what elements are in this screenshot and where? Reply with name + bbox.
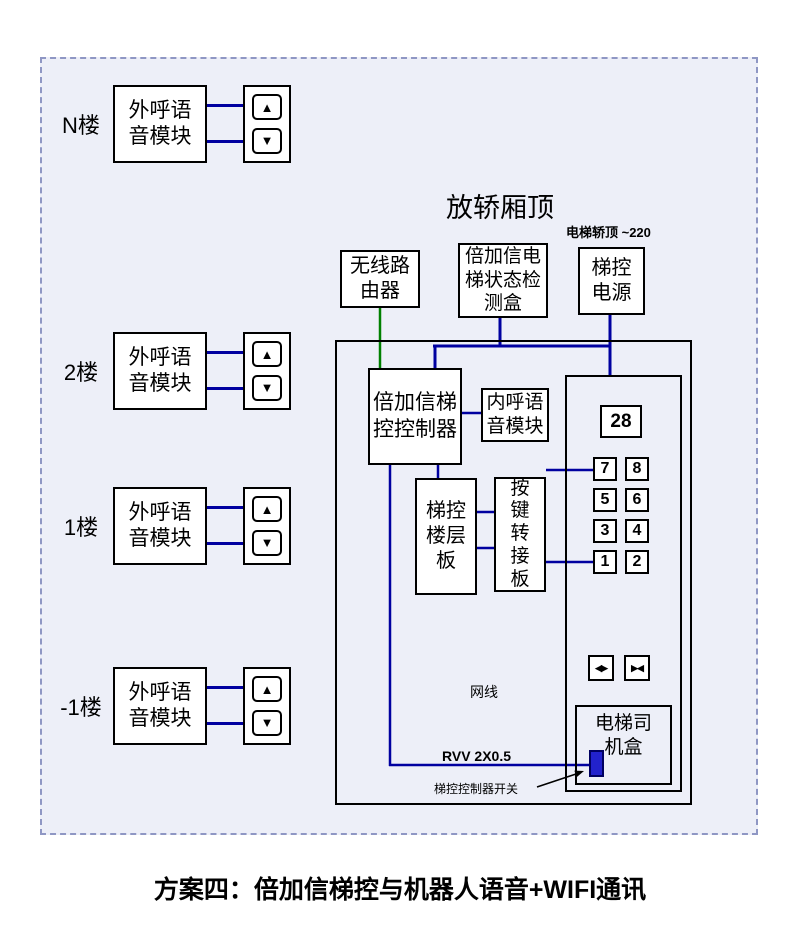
- outcall-voice-module-box: 外呼语 音模块: [113, 332, 207, 410]
- incall-voice-module-box: 内呼语 音模块: [481, 388, 549, 442]
- down-arrow-icon: ▼: [260, 715, 274, 731]
- outcall-voice-module-box: 外呼语 音模块: [113, 487, 207, 565]
- key-6: 6: [625, 488, 649, 512]
- outcall-voice-module-box: 外呼语 音模块: [113, 85, 207, 163]
- key-2: 2: [625, 550, 649, 574]
- key-8: 8: [625, 457, 649, 481]
- cartop-enclosure-box: [335, 340, 692, 805]
- wire: [207, 104, 243, 107]
- up-button: ▲: [252, 341, 282, 368]
- down-arrow-icon: ▼: [260, 535, 274, 551]
- floor-keypad: 7 8 5 6 3 4 1 2: [593, 457, 649, 574]
- controller-switch-label: 梯控控制器开关: [434, 782, 519, 796]
- diagram-caption: 方案四：倍加信梯控与机器人语音+WIFI通讯: [153, 876, 647, 904]
- wire: [207, 542, 243, 545]
- elevator-control-power-box: 梯控 电源: [578, 247, 645, 315]
- rvv-cable-label: RVV 2X0.5: [442, 748, 512, 764]
- controller-switch-indicator: [589, 750, 604, 777]
- key-1: 1: [593, 550, 617, 574]
- wire: [207, 686, 243, 689]
- driver-box: 电梯司 机盒: [575, 705, 672, 785]
- up-button: ▲: [252, 94, 282, 121]
- floor-board-box: 梯控 楼层 板: [415, 478, 477, 595]
- door-close-button: ▶◀: [624, 655, 650, 681]
- floor-unit-1: 1楼 外呼语 音模块 ▲ ▼: [55, 487, 291, 565]
- call-button-panel: ▲ ▼: [243, 487, 291, 565]
- floor-unit-n: N楼 外呼语 音模块 ▲ ▼: [55, 85, 291, 163]
- call-button-panel: ▲ ▼: [243, 332, 291, 410]
- elevator-status-detector-box: 倍加信电 梯状态检 测盒: [458, 243, 548, 318]
- wire: [207, 351, 243, 354]
- key-adapter-board-box: 按 键 转 接 板: [494, 477, 546, 592]
- floor-label: -1楼: [60, 695, 102, 720]
- wireless-router-box: 无线路 由器: [340, 250, 420, 308]
- down-arrow-icon: ▼: [260, 380, 274, 396]
- power-note-label: 电梯轿顶 ~220: [566, 225, 651, 240]
- key-3: 3: [593, 519, 617, 543]
- up-arrow-icon: ▲: [260, 346, 274, 362]
- wire: [207, 140, 243, 143]
- floor-unit-2: 2楼 外呼语 音模块 ▲ ▼: [55, 332, 291, 410]
- network-cable-label: 网线: [470, 684, 498, 700]
- floor-unit-minus1: -1楼 外呼语 音模块 ▲ ▼: [55, 667, 291, 745]
- floor-label: N楼: [62, 113, 100, 138]
- down-button: ▼: [252, 529, 282, 556]
- door-open-icon: ◀▶: [595, 662, 608, 673]
- up-button: ▲: [252, 676, 282, 703]
- floor-display: 28: [600, 405, 642, 438]
- down-button: ▼: [252, 709, 282, 736]
- up-arrow-icon: ▲: [260, 99, 274, 115]
- call-button-panel: ▲ ▼: [243, 667, 291, 745]
- elevator-controller-box: 倍加信梯 控控制器: [368, 368, 462, 465]
- wire: [207, 387, 243, 390]
- up-arrow-icon: ▲: [260, 501, 274, 517]
- floor-label: 1楼: [63, 515, 99, 540]
- up-arrow-icon: ▲: [260, 681, 274, 697]
- down-button: ▼: [252, 127, 282, 154]
- outcall-voice-module-box: 外呼语 音模块: [113, 667, 207, 745]
- door-buttons: ◀▶ ▶◀: [588, 655, 650, 681]
- down-button: ▼: [252, 374, 282, 401]
- wire: [207, 506, 243, 509]
- up-button: ▲: [252, 496, 282, 523]
- cartop-title: 放轿厢顶: [446, 193, 554, 223]
- door-open-button: ◀▶: [588, 655, 614, 681]
- key-7: 7: [593, 457, 617, 481]
- wire: [207, 722, 243, 725]
- floor-label: 2楼: [63, 360, 99, 385]
- key-5: 5: [593, 488, 617, 512]
- down-arrow-icon: ▼: [260, 133, 274, 149]
- door-close-icon: ▶◀: [631, 662, 644, 673]
- call-button-panel: ▲ ▼: [243, 85, 291, 163]
- car-operating-panel-box: [565, 375, 682, 792]
- key-4: 4: [625, 519, 649, 543]
